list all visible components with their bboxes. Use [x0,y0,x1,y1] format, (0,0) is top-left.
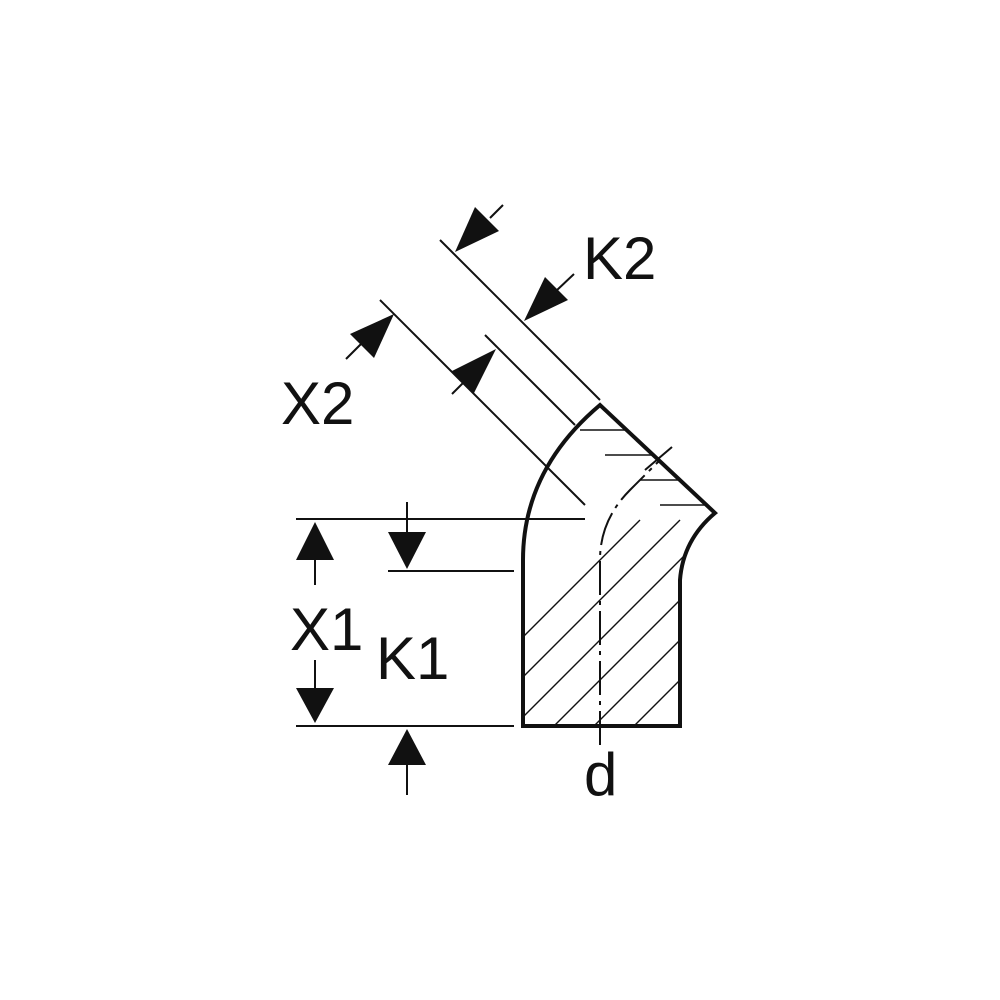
label-k1: K1 [376,625,449,692]
section-hatching [523,429,715,726]
spigot-end-mark [644,446,673,471]
label-d: d [584,741,617,808]
fitting-outline [521,402,719,728]
label-x2: X2 [281,370,354,437]
k2-lower-arrowhead [524,277,568,321]
x2-lower-arrowhead [452,349,496,393]
x1-lower-arrowhead [296,688,334,723]
x2-outer-extension [379,299,586,506]
k2-lower-leader [555,273,575,292]
k2-upper-leader [489,204,504,219]
x1-upper-arrowhead [296,522,334,560]
label-x1: X1 [290,596,363,663]
k2-upper-arrowhead [455,207,499,252]
x2-upper-arrowhead [350,314,394,358]
label-k2: K2 [583,225,656,292]
k2-outer-extension [439,239,601,401]
k1-lower-arrowhead [388,729,426,765]
k1-upper-arrowhead [388,532,426,569]
x2-inner-extension [484,334,576,426]
center-axis [599,459,661,745]
